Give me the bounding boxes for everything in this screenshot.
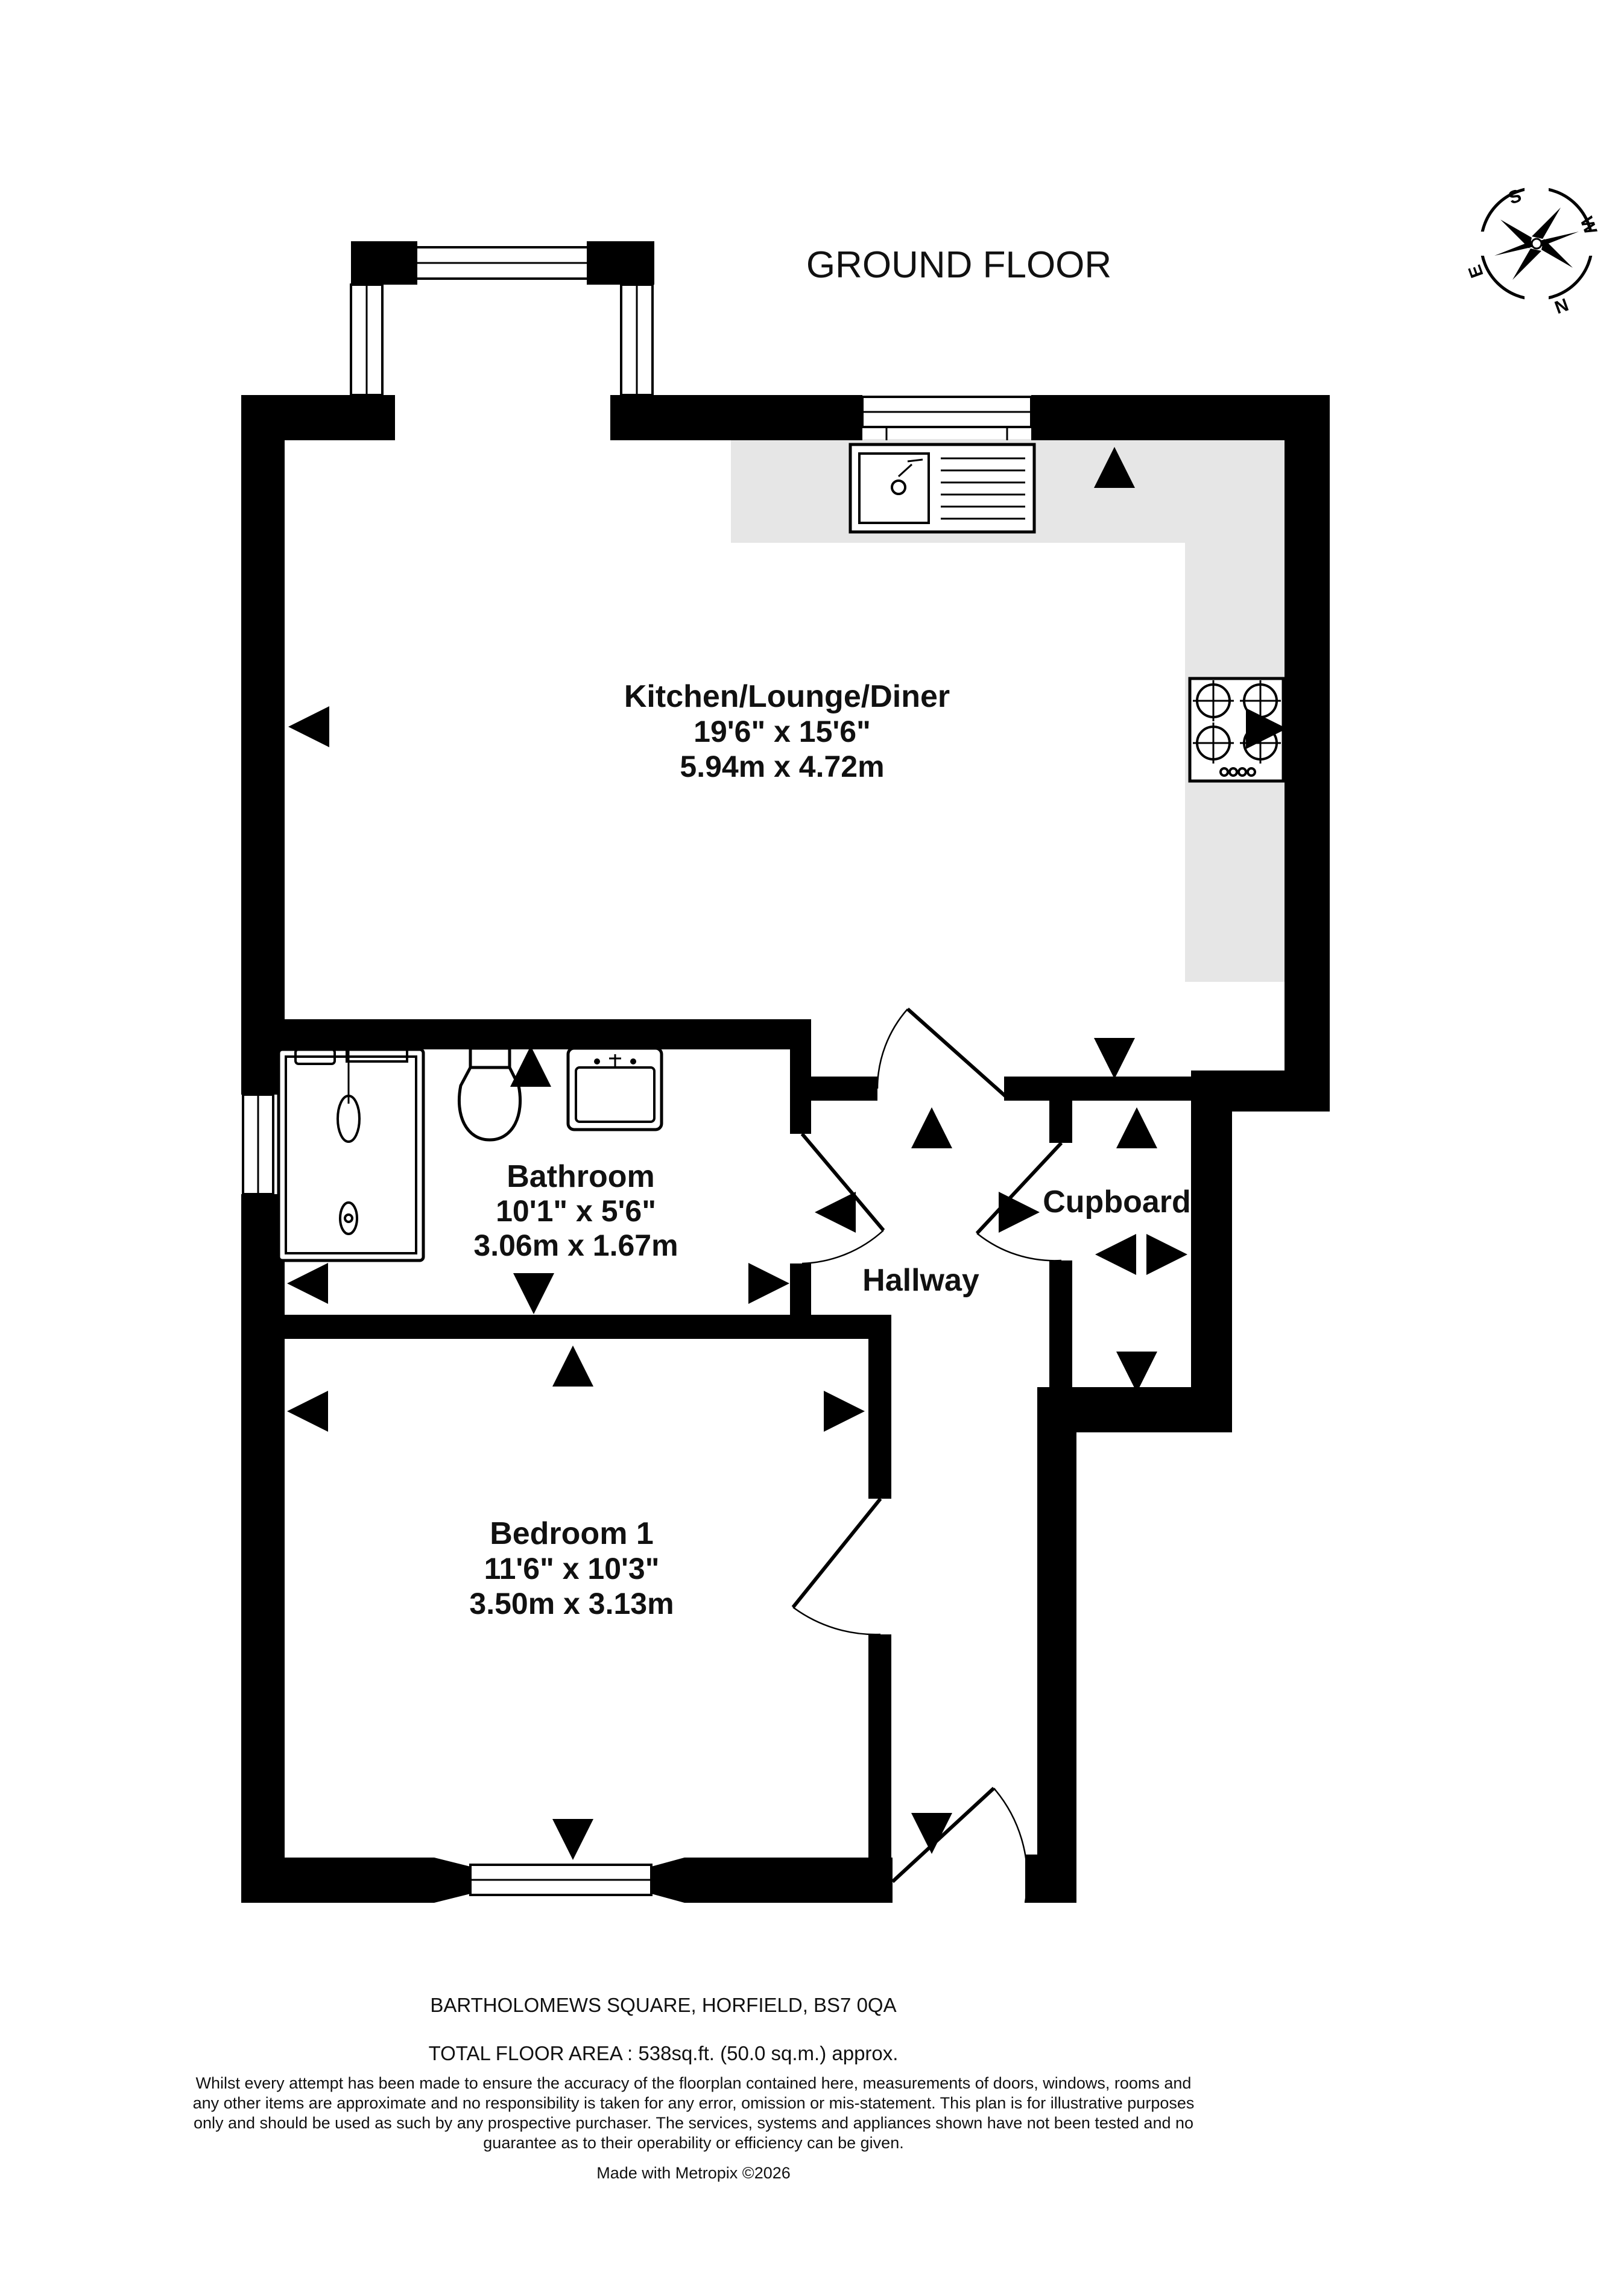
room-label-cupboard: Cupboard <box>1043 1184 1191 1219</box>
measurement-arrow-left <box>287 1263 328 1304</box>
doors <box>791 1007 1063 1903</box>
entrance-door <box>891 1786 1028 1903</box>
measurement-arrow-up <box>1094 447 1135 488</box>
measurement-arrow-right <box>748 1263 789 1304</box>
measurement-arrow-left <box>815 1192 856 1233</box>
room-label-bedroom: Bedroom 1 11'6" x 10'3" 3.50m x 3.13m <box>469 1516 674 1621</box>
measurement-arrow-up <box>552 1346 593 1387</box>
compass-letter-n: N <box>1552 294 1571 317</box>
room-label-bathroom: Bathroom 10'1" x 5'6" 3.06m x 1.67m <box>473 1159 678 1262</box>
bathroom-window <box>242 1093 274 1195</box>
property-address: BARTHOLOMEWS SQUARE, HORFIELD, BS7 0QA <box>430 1994 897 2016</box>
measurement-arrow-right <box>999 1192 1040 1233</box>
room-dimensions-metric: 3.50m x 3.13m <box>469 1587 674 1621</box>
measurement-arrow-down <box>513 1273 554 1314</box>
room-dimensions-metric: 5.94m x 4.72m <box>680 750 884 783</box>
bay-window-right <box>620 283 654 396</box>
room-dimensions-imperial: 19'6" x 15'6" <box>694 715 871 748</box>
kitchen-door <box>876 1007 1008 1099</box>
room-name: Bathroom <box>507 1159 655 1194</box>
room-dimensions-imperial: 10'1" x 5'6" <box>496 1194 656 1228</box>
measurement-arrow-down <box>1094 1038 1135 1079</box>
room-dimensions-imperial: 11'6" x 10'3" <box>484 1552 660 1586</box>
measurement-arrow-up <box>1116 1107 1157 1148</box>
measurement-arrow-left <box>1095 1234 1136 1275</box>
room-name: Bedroom 1 <box>490 1516 654 1551</box>
made-with-credit: Made with Metropix ©2026 <box>596 2164 791 2182</box>
room-label-kitchen: Kitchen/Lounge/Diner 19'6" x 15'6" 5.94m… <box>624 679 950 783</box>
room-dimensions-metric: 3.06m x 1.67m <box>473 1229 678 1262</box>
bathtub-icon <box>277 1048 425 1262</box>
measurement-arrow-right <box>1246 708 1287 749</box>
measurement-arrow-up <box>911 1107 952 1148</box>
compass-letter-e: E <box>1465 262 1488 280</box>
measurement-arrow-down <box>552 1819 593 1860</box>
measurement-arrows <box>287 447 1287 1860</box>
bedroom-door <box>791 1497 882 1636</box>
kitchen-sink-icon <box>849 443 1036 534</box>
floor-title: GROUND FLOOR <box>806 244 1111 286</box>
walls <box>241 241 1330 1903</box>
measurement-arrow-left <box>287 1391 328 1432</box>
measurement-arrow-down <box>1116 1352 1157 1393</box>
total-floor-area: TOTAL FLOOR AREA : 538sq.ft. (50.0 sq.m.… <box>428 2042 899 2064</box>
bathroom-door <box>800 1133 885 1265</box>
windows <box>242 241 1032 1903</box>
disclaimer-text: Whilst every attempt has been made to en… <box>192 2074 1195 2152</box>
measurement-arrow-up <box>510 1046 551 1087</box>
compass-icon: S W E N <box>1465 180 1601 317</box>
bay-window-left <box>350 283 384 396</box>
kitchen-window <box>861 396 1032 440</box>
measurement-arrow-left <box>288 706 329 747</box>
measurement-arrow-right <box>1146 1234 1187 1275</box>
room-name: Kitchen/Lounge/Diner <box>624 679 950 714</box>
cupboard-door <box>975 1141 1063 1262</box>
room-label-hallway: Hallway <box>862 1263 979 1298</box>
toilet-icon <box>457 1046 522 1142</box>
measurement-arrow-right <box>824 1391 865 1432</box>
bay-window-front <box>380 241 624 285</box>
basin-icon <box>566 1046 663 1131</box>
measurement-arrow-down <box>911 1813 952 1854</box>
bedroom-window <box>434 1858 684 1903</box>
hob-icon <box>1188 677 1285 783</box>
